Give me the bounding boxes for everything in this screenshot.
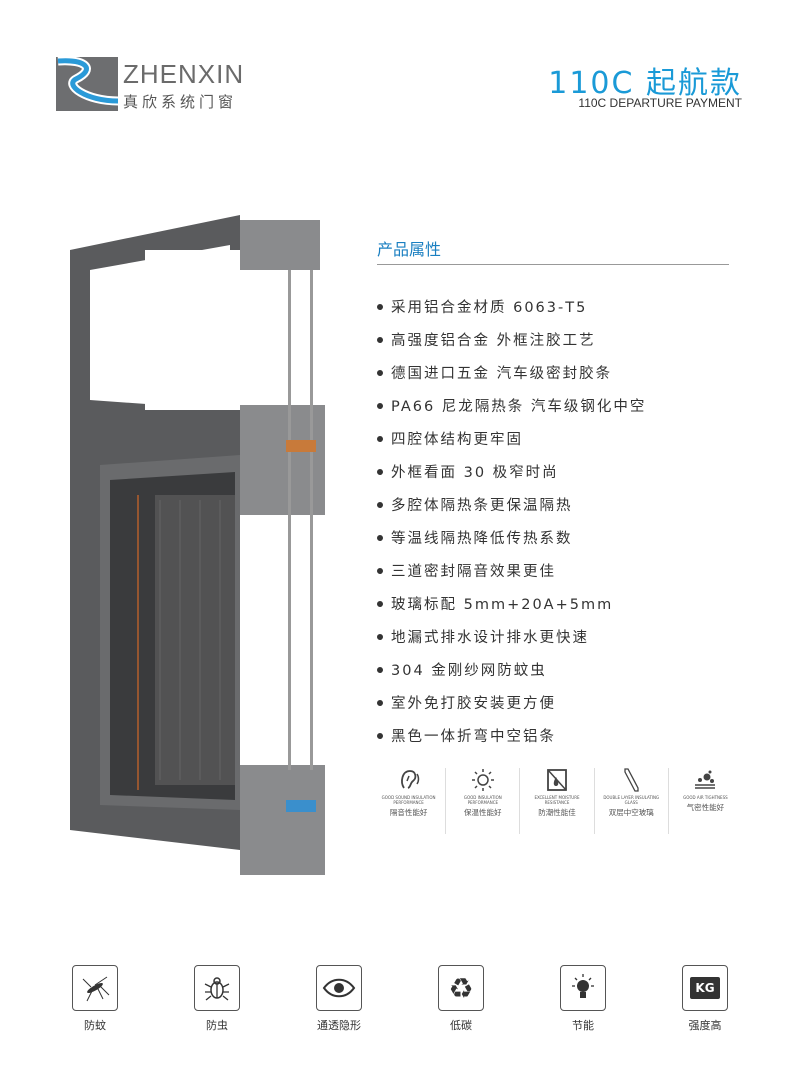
list-item: 德国进口五金 汽车级密封胶条 bbox=[377, 356, 646, 389]
window-product-image bbox=[70, 215, 325, 875]
kg-icon: KG bbox=[682, 965, 728, 1011]
list-item-text: 多腔体隔热条更保温隔热 bbox=[391, 498, 573, 514]
brand-name: ZHENXIN bbox=[123, 59, 245, 89]
list-item-text: 地漏式排水设计排水更快速 bbox=[391, 630, 589, 646]
benefit-item: 通透隐形 bbox=[294, 965, 384, 1033]
list-item-text: 黑色一体折弯中空铝条 bbox=[391, 729, 556, 745]
list-item: 采用铝合金材质 6063-T5 bbox=[377, 290, 646, 323]
performance-cn: 保温性能好 bbox=[464, 808, 502, 817]
performance-cn: 双层中空玻璃 bbox=[608, 808, 654, 817]
bullet-icon bbox=[377, 402, 383, 409]
benefit-item: 节能 bbox=[538, 965, 628, 1033]
kg-text: KG bbox=[690, 977, 720, 999]
benefit-label: 节能 bbox=[572, 1019, 594, 1032]
recycle-icon: ♻ bbox=[438, 965, 484, 1011]
list-item: 黑色一体折弯中空铝条 bbox=[377, 719, 646, 752]
performance-en: EXCELLENT MOISTURE RESISTANCE bbox=[534, 795, 580, 805]
mosquito-icon bbox=[72, 965, 118, 1011]
list-item: 三道密封隔音效果更佳 bbox=[377, 554, 646, 587]
performance-item: GOOD SOUND INSULATION PERFORMANCE 隔音性能好 bbox=[372, 768, 447, 834]
logo: ZHENXIN 真欣系统门窗 bbox=[56, 55, 276, 115]
logo-mark-icon bbox=[56, 56, 118, 111]
performance-item: EXCELLENT MOISTURE RESISTANCE 防潮性能佳 bbox=[520, 768, 595, 834]
list-item-text: 德国进口五金 汽车级密封胶条 bbox=[391, 366, 613, 382]
bug-icon bbox=[194, 965, 240, 1011]
page-title: 110C 起航款 bbox=[548, 66, 742, 101]
benefit-label: 通透隐形 bbox=[317, 1019, 361, 1032]
performance-item: GOOD INSULATION PERFORMANCE 保温性能好 bbox=[446, 768, 521, 834]
list-item: 玻璃标配 5mm+20A+5mm bbox=[377, 587, 646, 620]
eye-icon bbox=[316, 965, 362, 1011]
list-item-text: 外框看面 30 极窄时尚 bbox=[391, 465, 559, 481]
list-item-text: 采用铝合金材质 6063-T5 bbox=[391, 300, 588, 316]
bullet-icon bbox=[377, 666, 383, 673]
list-item-text: PA66 尼龙隔热条 汽车级钢化中空 bbox=[391, 399, 647, 415]
bullet-icon bbox=[377, 468, 383, 475]
list-item-text: 室外免打胶安装更方便 bbox=[391, 696, 556, 712]
performance-en: GOOD AIR TIGHTNESS bbox=[683, 795, 728, 800]
list-item: 地漏式排水设计排水更快速 bbox=[377, 620, 646, 653]
bullet-icon bbox=[377, 435, 383, 442]
benefit-item: KG 强度高 bbox=[660, 965, 750, 1033]
performance-item: GOOD AIR TIGHTNESS 气密性能好 bbox=[669, 768, 742, 834]
list-item: 外框看面 30 极窄时尚 bbox=[377, 455, 646, 488]
performance-row: GOOD SOUND INSULATION PERFORMANCE 隔音性能好 … bbox=[372, 768, 742, 834]
list-item-text: 304 金刚纱网防蚊虫 bbox=[391, 663, 547, 679]
benefit-label: 低碳 bbox=[450, 1019, 472, 1032]
list-item: 多腔体隔热条更保温隔热 bbox=[377, 488, 646, 521]
bulb-icon bbox=[560, 965, 606, 1011]
list-item: 高强度铝合金 外框注胶工艺 bbox=[377, 323, 646, 356]
performance-cn: 隔音性能好 bbox=[389, 808, 428, 817]
benefit-label: 防蚊 bbox=[84, 1019, 106, 1032]
bullet-icon bbox=[377, 732, 383, 739]
attributes-list: 采用铝合金材质 6063-T5 高强度铝合金 外框注胶工艺 德国进口五金 汽车级… bbox=[377, 290, 646, 752]
moisture-icon bbox=[547, 769, 567, 791]
bullet-icon bbox=[377, 303, 383, 310]
benefit-item: 防虫 bbox=[172, 965, 262, 1033]
bullet-icon bbox=[377, 633, 383, 640]
list-item-text: 等温线隔热降低传热系数 bbox=[391, 531, 573, 547]
benefit-item: 防蚊 bbox=[50, 965, 140, 1033]
bullet-icon bbox=[377, 567, 383, 574]
list-item-text: 高强度铝合金 外框注胶工艺 bbox=[391, 333, 596, 349]
list-item-text: 四腔体结构更牢固 bbox=[391, 432, 523, 448]
list-item-text: 玻璃标配 5mm+20A+5mm bbox=[391, 597, 614, 613]
bullet-icon bbox=[377, 501, 383, 508]
bullet-icon bbox=[377, 600, 383, 607]
sun-icon bbox=[471, 769, 494, 791]
performance-en: GOOD INSULATION PERFORMANCE bbox=[463, 795, 502, 805]
page-subtitle: 110C DEPARTURE PAYMENT bbox=[578, 96, 742, 110]
brand-name-cn: 真欣系统门窗 bbox=[123, 93, 238, 111]
benefit-label: 防虫 bbox=[206, 1019, 228, 1032]
benefit-item: ♻ 低碳 bbox=[416, 965, 506, 1033]
performance-item: DOUBLE LAYER INSULATING GLASS 双层中空玻璃 bbox=[595, 768, 669, 834]
performance-en: GOOD SOUND INSULATION PERFORMANCE bbox=[381, 795, 436, 805]
list-item-text: 三道密封隔音效果更佳 bbox=[391, 564, 556, 580]
bullet-icon bbox=[377, 699, 383, 706]
bullet-icon bbox=[377, 534, 383, 541]
benefits-row: 防蚊 防虫 通透隐形 ♻ 低碳 节能 KG 强度高 bbox=[50, 965, 750, 1033]
glass-icon bbox=[624, 768, 639, 792]
list-item: 等温线隔热降低传热系数 bbox=[377, 521, 646, 554]
divider bbox=[377, 264, 729, 265]
bullet-icon bbox=[377, 336, 383, 343]
airtight-icon bbox=[695, 770, 716, 789]
performance-cn: 气密性能好 bbox=[686, 803, 725, 812]
benefit-label: 强度高 bbox=[688, 1019, 722, 1032]
attributes-title: 产品属性 bbox=[377, 240, 442, 259]
list-item: 室外免打胶安装更方便 bbox=[377, 686, 646, 719]
list-item: 四腔体结构更牢固 bbox=[377, 422, 646, 455]
performance-cn: 防潮性能佳 bbox=[538, 808, 576, 817]
bullet-icon bbox=[377, 369, 383, 376]
list-item: PA66 尼龙隔热条 汽车级钢化中空 bbox=[377, 389, 646, 422]
ear-icon bbox=[400, 770, 419, 789]
list-item: 304 金刚纱网防蚊虫 bbox=[377, 653, 646, 686]
performance-en: DOUBLE LAYER INSULATING GLASS bbox=[603, 795, 660, 805]
